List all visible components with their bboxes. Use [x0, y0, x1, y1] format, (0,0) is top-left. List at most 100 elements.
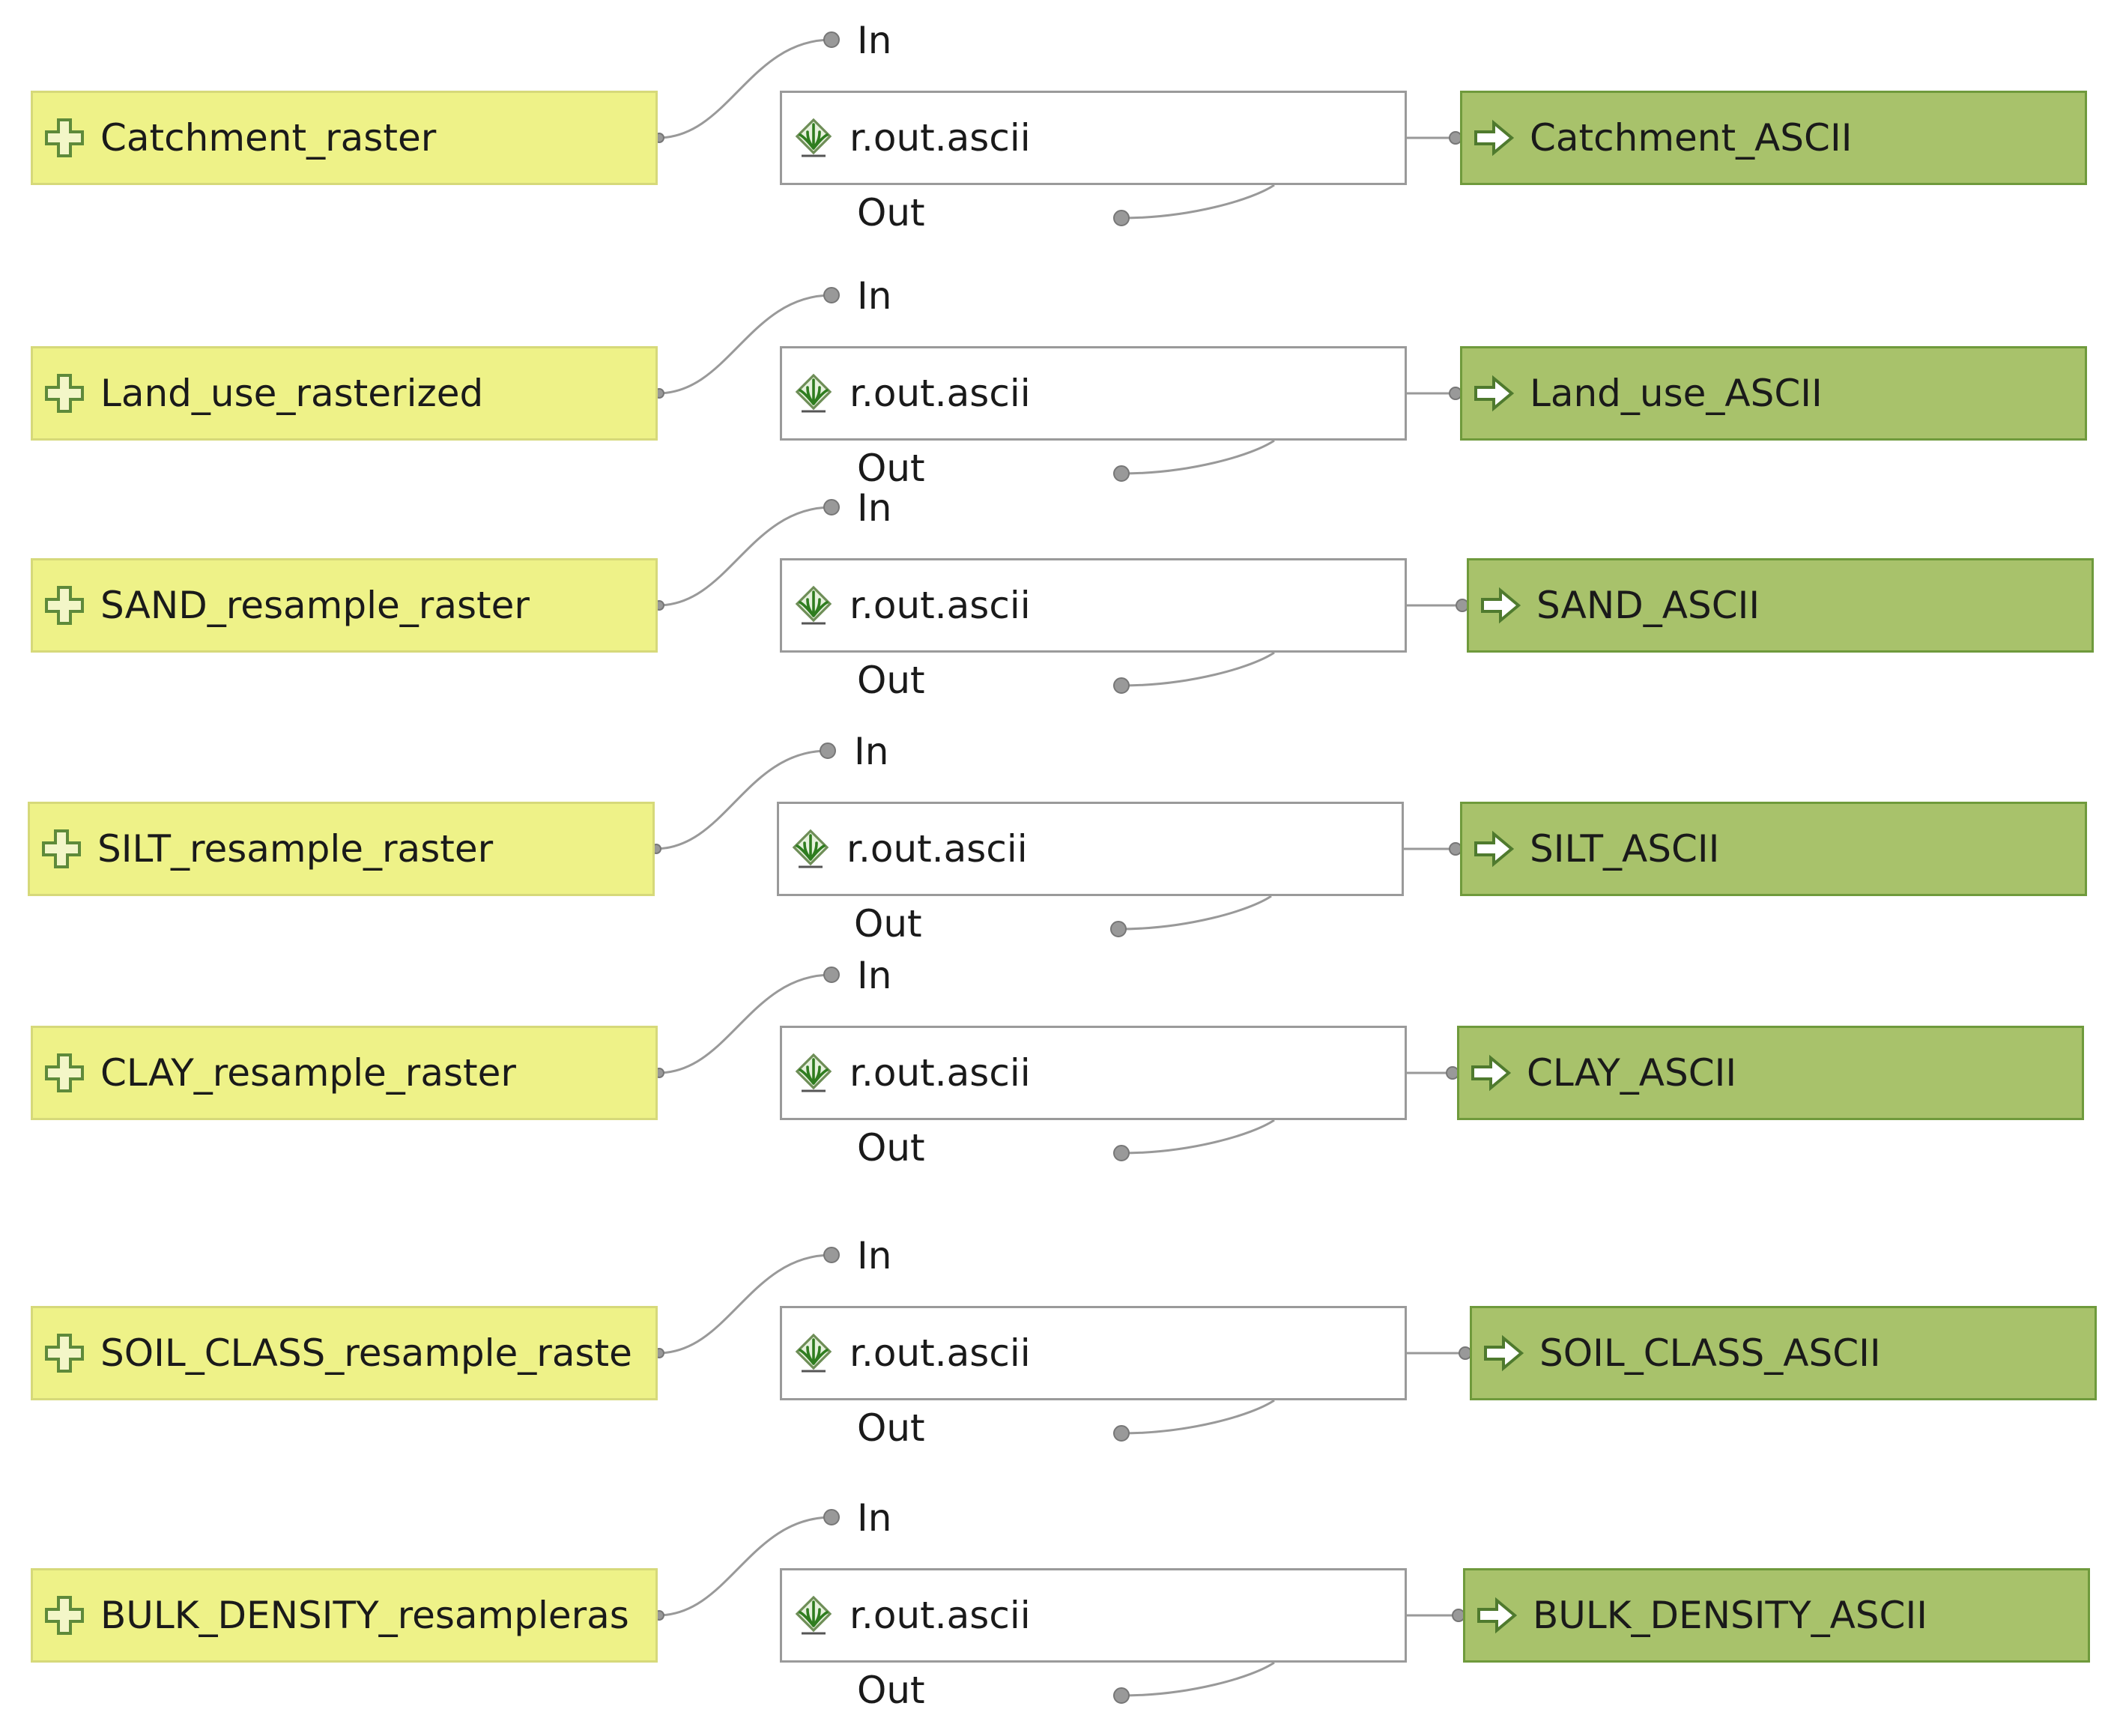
output-node[interactable]: SILT_ASCII	[1460, 802, 2087, 896]
output-node[interactable]: SOIL_CLASS_ASCII	[1470, 1306, 2097, 1400]
output-node-label: Catchment_ASCII	[1530, 116, 1853, 160]
plus-icon	[45, 1053, 84, 1092]
output-node-label: CLAY_ASCII	[1527, 1051, 1737, 1095]
plus-icon	[42, 829, 81, 868]
input-connector	[654, 749, 829, 850]
algorithm-node[interactable]: r.out.ascii	[780, 1026, 1407, 1120]
plus-icon	[45, 118, 84, 157]
input-node-label: SAND_resample_raster	[100, 584, 530, 627]
in-port-label: In	[857, 274, 892, 318]
out-port[interactable]	[1113, 465, 1130, 482]
in-port[interactable]	[823, 31, 840, 48]
grass-icon	[795, 1053, 832, 1092]
out-port-label: Out	[854, 902, 922, 946]
out-port-label: Out	[857, 1406, 925, 1450]
output-connector	[1118, 895, 1272, 931]
output-node-label: Land_use_ASCII	[1530, 372, 1823, 415]
in-port-label: In	[857, 19, 892, 62]
out-port-label: Out	[857, 1669, 925, 1712]
input-node-label: SILT_resample_raster	[97, 827, 494, 871]
algorithm-node-label: r.out.ascii	[849, 372, 1031, 415]
arrow-right-icon	[1474, 375, 1515, 412]
grass-icon	[795, 373, 832, 413]
input-node[interactable]: Land_use_rasterized	[31, 346, 658, 441]
out-port-label: Out	[857, 447, 925, 490]
algorithm-node[interactable]: r.out.ascii	[780, 1568, 1407, 1663]
algorithm-node[interactable]: r.out.ascii	[780, 91, 1407, 185]
in-port-label: In	[857, 1234, 892, 1277]
out-port[interactable]	[1113, 1145, 1130, 1161]
output-connector	[1121, 439, 1275, 475]
algorithm-node-label: r.out.ascii	[846, 827, 1028, 871]
input-node[interactable]: SOIL_CLASS_resample_raste	[31, 1306, 658, 1400]
output-connector	[1121, 1661, 1275, 1697]
input-node-label: SOIL_CLASS_resample_raste	[100, 1331, 632, 1375]
output-connector	[1121, 1119, 1275, 1155]
arrow-right-icon	[1474, 830, 1515, 868]
in-port-label: In	[857, 486, 892, 530]
algorithm-node[interactable]: r.out.ascii	[780, 1306, 1407, 1400]
algorithm-node-label: r.out.ascii	[849, 584, 1031, 627]
arrow-right-icon	[1481, 587, 1521, 624]
grass-icon	[795, 1595, 832, 1635]
out-port-label: Out	[857, 191, 925, 235]
algorithm-node[interactable]: r.out.ascii	[777, 802, 1404, 896]
output-node[interactable]: SAND_ASCII	[1467, 558, 2094, 653]
output-node-label: SILT_ASCII	[1530, 827, 1720, 871]
plus-icon	[45, 1334, 84, 1373]
algorithm-node-label: r.out.ascii	[849, 1331, 1031, 1375]
in-port-label: In	[854, 730, 889, 773]
output-node[interactable]: Land_use_ASCII	[1460, 346, 2087, 441]
algorithm-node-label: r.out.ascii	[849, 116, 1031, 160]
input-node[interactable]: BULK_DENSITY_resampleras	[31, 1568, 658, 1663]
out-port[interactable]	[1113, 1687, 1130, 1704]
algorithm-node-label: r.out.ascii	[849, 1594, 1031, 1637]
input-node-label: Catchment_raster	[100, 116, 437, 160]
out-port[interactable]	[1110, 921, 1127, 937]
input-node[interactable]: SAND_resample_raster	[31, 558, 658, 653]
algorithm-node[interactable]: r.out.ascii	[780, 558, 1407, 653]
input-node[interactable]: CLAY_resample_raster	[31, 1026, 658, 1120]
out-port[interactable]	[1113, 210, 1130, 226]
out-port[interactable]	[1113, 677, 1130, 694]
plus-icon	[45, 1596, 84, 1635]
output-node[interactable]: BULK_DENSITY_ASCII	[1463, 1568, 2090, 1663]
in-port[interactable]	[823, 1509, 840, 1525]
output-node-label: SAND_ASCII	[1536, 584, 1760, 627]
in-port[interactable]	[823, 1247, 840, 1263]
input-node-label: CLAY_resample_raster	[100, 1051, 516, 1095]
output-connector	[1121, 1399, 1275, 1435]
out-port[interactable]	[1113, 1425, 1130, 1442]
arrow-right-icon	[1477, 1597, 1518, 1634]
in-port-label: In	[857, 954, 892, 997]
grass-icon	[795, 585, 832, 625]
output-connector	[1121, 184, 1275, 220]
output-node-label: BULK_DENSITY_ASCII	[1533, 1594, 1927, 1637]
arrow-right-icon	[1484, 1334, 1524, 1372]
input-connector	[657, 506, 832, 607]
plus-icon	[45, 374, 84, 413]
plus-icon	[45, 586, 84, 625]
input-connector	[657, 294, 832, 395]
input-node-label: Land_use_rasterized	[100, 372, 484, 415]
input-node[interactable]: Catchment_raster	[31, 91, 658, 185]
input-connector	[657, 38, 832, 139]
arrow-right-icon	[1474, 119, 1515, 157]
in-port[interactable]	[823, 967, 840, 983]
output-node[interactable]: CLAY_ASCII	[1457, 1026, 2084, 1120]
output-node-label: SOIL_CLASS_ASCII	[1539, 1331, 1881, 1375]
arrow-right-icon	[1471, 1054, 1512, 1092]
input-connector	[657, 1516, 832, 1617]
grass-icon	[795, 118, 832, 157]
algorithm-node[interactable]: r.out.ascii	[780, 346, 1407, 441]
input-node[interactable]: SILT_resample_raster	[28, 802, 655, 896]
in-port[interactable]	[823, 287, 840, 303]
output-connector	[1121, 651, 1275, 687]
in-port[interactable]	[823, 499, 840, 515]
input-connector	[657, 973, 832, 1074]
output-node[interactable]: Catchment_ASCII	[1460, 91, 2087, 185]
input-connector	[657, 1253, 832, 1355]
input-node-label: BULK_DENSITY_resampleras	[100, 1594, 629, 1637]
in-port[interactable]	[820, 743, 836, 759]
